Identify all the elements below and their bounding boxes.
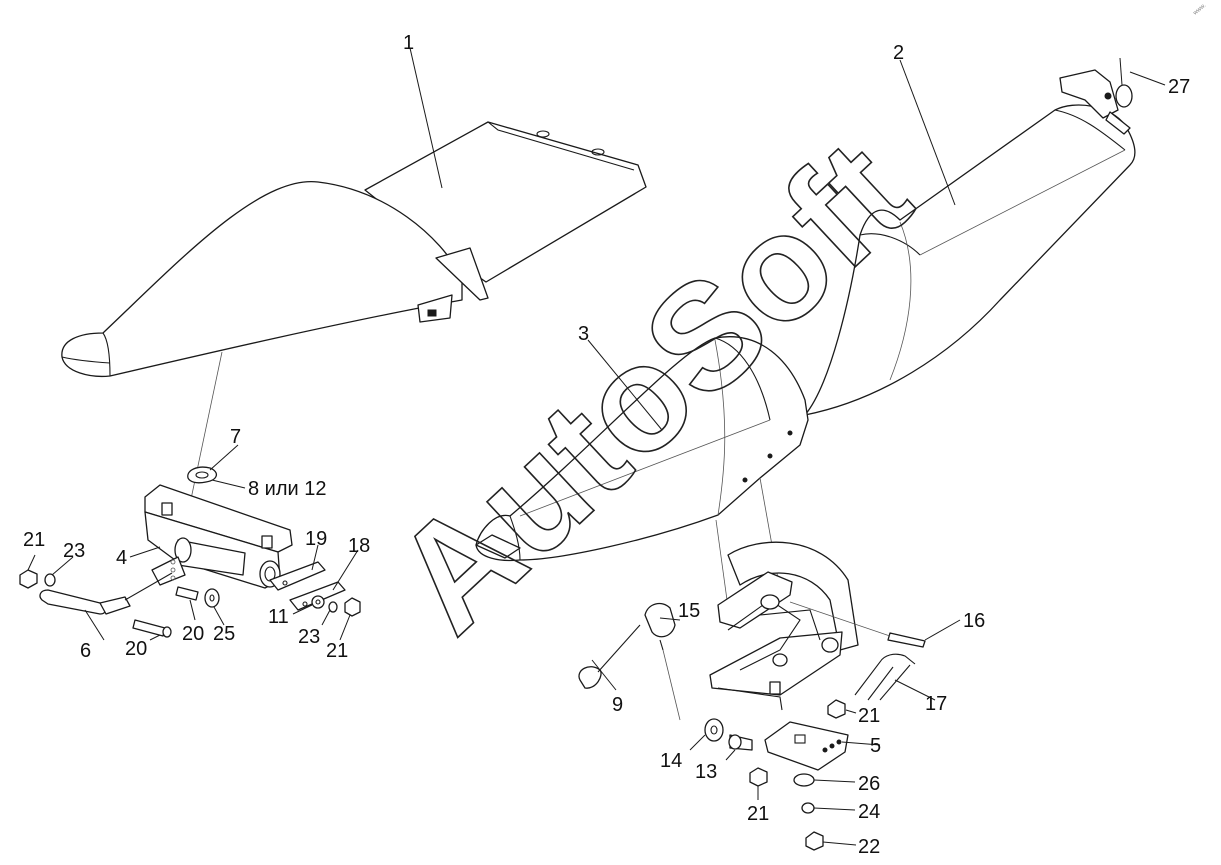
label-3: 3 [578, 323, 589, 345]
label-14: 14 [660, 750, 682, 772]
label-16: 16 [963, 610, 985, 632]
label-20-b: 20 [125, 638, 147, 660]
part-1-divider-cone [61, 121, 647, 378]
leader-lines [27, 47, 1166, 846]
part-labels: 1 2 3 4 5 6 7 8 или 12 9 11 13 14 15 16 … [23, 32, 1190, 858]
label-21-d: 21 [747, 803, 769, 825]
label-24: 24 [858, 801, 880, 823]
label-13: 13 [695, 761, 717, 783]
label-27: 27 [1168, 76, 1190, 98]
label-25: 25 [213, 623, 235, 645]
label-22: 22 [858, 836, 880, 858]
label-2: 2 [893, 42, 904, 64]
label-19: 19 [305, 528, 327, 550]
part-4-left-bracket [144, 484, 293, 589]
corner-watermark: www. [1192, 3, 1208, 18]
part-7-clip [187, 466, 217, 484]
label-6: 6 [80, 640, 91, 662]
label-5: 5 [870, 735, 881, 757]
label-18: 18 [348, 535, 370, 557]
part-17-u-bolt [854, 653, 916, 701]
label-7: 7 [230, 426, 241, 448]
part-5-right-frame [709, 541, 859, 771]
label-26: 26 [858, 773, 880, 795]
label-23-b: 23 [298, 626, 320, 648]
part-16-pin [887, 632, 926, 648]
label-20-a: 20 [182, 623, 204, 645]
label-1: 1 [403, 32, 414, 54]
plates-18-19 [269, 561, 361, 617]
label-15: 15 [678, 600, 700, 622]
label-23-a: 23 [63, 540, 85, 562]
part-2-cone-upper [804, 69, 1136, 416]
label-11: 11 [268, 606, 289, 628]
label-4: 4 [116, 547, 127, 569]
label-21-b: 21 [326, 640, 348, 662]
right-hardware [578, 602, 846, 851]
label-17: 17 [925, 693, 947, 715]
label-21-c: 21 [858, 705, 880, 727]
label-21-a: 21 [23, 529, 45, 551]
part-6-lever [39, 572, 173, 615]
part-3-cone-lower [475, 336, 809, 562]
assembly-line-right-a [715, 519, 728, 601]
label-8-or-12: 8 или 12 [248, 478, 327, 500]
label-9: 9 [612, 694, 623, 716]
left-hardware [19, 569, 220, 638]
